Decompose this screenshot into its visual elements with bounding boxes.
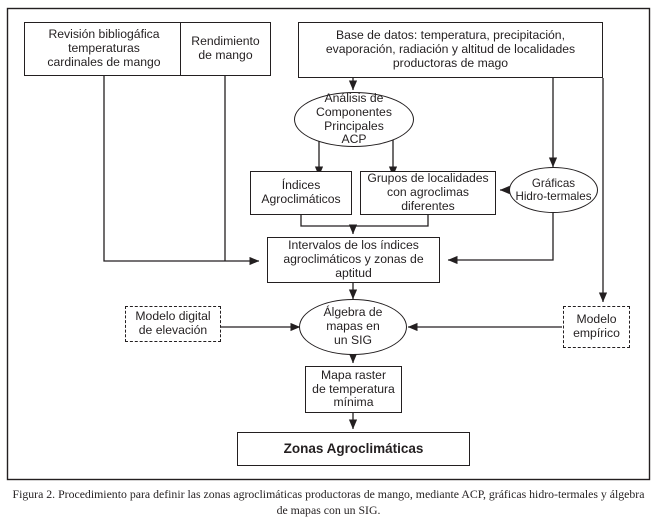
node-grupos-localidades: Grupos de localidades con agroclimas dif… bbox=[360, 171, 496, 215]
node-algebra-mapas-sig: Álgebra de mapas en un SIG bbox=[299, 299, 407, 355]
node-indices-agroclimaticos: Índices Agroclimáticos bbox=[250, 171, 352, 215]
node-graficas-hidro-termales: Gráficas Hidro-termales bbox=[509, 167, 598, 213]
node-zonas-agroclimaticas: Zonas Agroclimáticas bbox=[237, 432, 470, 466]
edge-revision-intervalos bbox=[103, 76, 260, 266]
figure-caption: Figura 2. Procedimiento para definir las… bbox=[12, 487, 645, 518]
node-revision-bibliografica: Revisión bibliogáfica temperaturas cardi… bbox=[24, 22, 184, 76]
edge-grupos-merge bbox=[353, 215, 429, 227]
node-modelo-digital-elevacion: Modelo digital de elevación bbox=[125, 306, 221, 342]
figure-frame bbox=[6, 7, 651, 481]
node-mapa-raster: Mapa raster de temperatura mínima bbox=[305, 366, 402, 413]
edge-indices-intervalos bbox=[300, 215, 358, 235]
node-base-de-datos: Base de datos: temperatura, precipitació… bbox=[298, 22, 603, 78]
edge-graficas-intervalos bbox=[447, 213, 554, 265]
node-analisis-componentes-principales: Análisis de Componentes Principales ACP bbox=[294, 91, 414, 147]
node-modelo-empirico: Modelo empírico bbox=[563, 306, 630, 348]
node-rendimiento-mango: Rendimiento de mango bbox=[180, 22, 271, 76]
node-intervalos-indices: Intervalos de los índices agroclimáticos… bbox=[267, 237, 440, 283]
